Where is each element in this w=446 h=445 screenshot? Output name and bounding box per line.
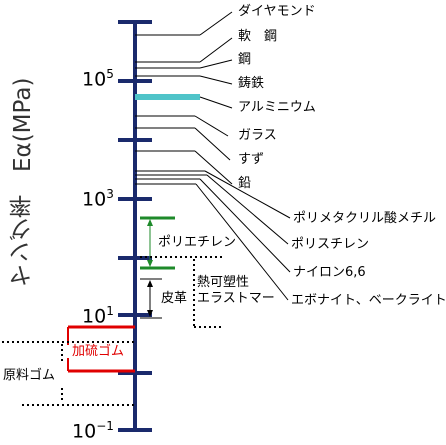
tick-label-1e-1: 10−1: [72, 420, 114, 441]
tick-exponent: −1: [96, 419, 114, 433]
tick-exponent: 3: [106, 187, 114, 201]
label-lead: 鉛: [238, 176, 252, 191]
label-nylon: ナイロン6,6: [293, 265, 366, 280]
polyethylene-arrowhead-up: [147, 219, 153, 226]
polyethylene-arrowhead-down: [147, 260, 153, 267]
label-vulcanized-rubber: 加硫ゴム: [72, 344, 125, 359]
leader-nylon: [199, 178, 291, 273]
leader-tin: [194, 127, 231, 161]
label-diamond: ダイヤモンド: [238, 4, 316, 19]
leader-lead: [194, 150, 233, 185]
leader-mild-steel: [199, 37, 233, 63]
label-tin: すず: [238, 152, 265, 167]
label-ebonite: エボナイト、ベークライト: [291, 293, 446, 308]
label-raw-rubber: 原料ゴム: [3, 368, 56, 383]
leader-aluminum: [199, 96, 233, 109]
tick-base: 10: [82, 68, 107, 91]
y-axis-label: ヤング率 Eα(MPa): [10, 77, 36, 287]
leader-polystyrene: [206, 174, 289, 245]
leader-pmma: [204, 170, 291, 219]
leader-diamond: [199, 11, 233, 36]
label-polystyrene: ポリスチレン: [291, 237, 370, 252]
label-elastomer-line1: 熱可塑性: [197, 275, 250, 290]
tick-exponent: 1: [106, 304, 114, 318]
tick-label-1e3: 103: [82, 188, 114, 209]
label-glass: ガラス: [238, 128, 277, 143]
label-cast-iron: 鋳鉄: [238, 76, 265, 91]
leader-glass: [194, 115, 229, 137]
tick-base: 10: [82, 305, 107, 328]
tick-label-1e1: 101: [82, 305, 114, 326]
leader-cast-iron: [199, 75, 233, 85]
label-pmma: ポリメタクリル酸メチル: [293, 211, 437, 226]
label-elastomer-line2: エラストマー: [197, 291, 275, 306]
tick-base: 10: [82, 188, 107, 211]
tick-base: 10: [72, 420, 97, 443]
label-steel: 鋼: [238, 52, 252, 67]
leather-arrowhead-up: [147, 280, 153, 287]
label-aluminum: アルミニウム: [238, 100, 316, 115]
label-mild-steel: 軟 鋼: [238, 29, 278, 44]
label-polyethylene: ポリエチレン: [158, 235, 237, 250]
leather-arrowhead-down: [147, 310, 153, 317]
mark-aluminum: [135, 94, 200, 100]
leader-steel: [199, 59, 233, 69]
label-leather: 皮革: [161, 291, 188, 306]
tick-label-1e5: 105: [82, 68, 114, 89]
tick-exponent: 5: [106, 67, 114, 81]
leader-ebonite: [195, 183, 289, 301]
